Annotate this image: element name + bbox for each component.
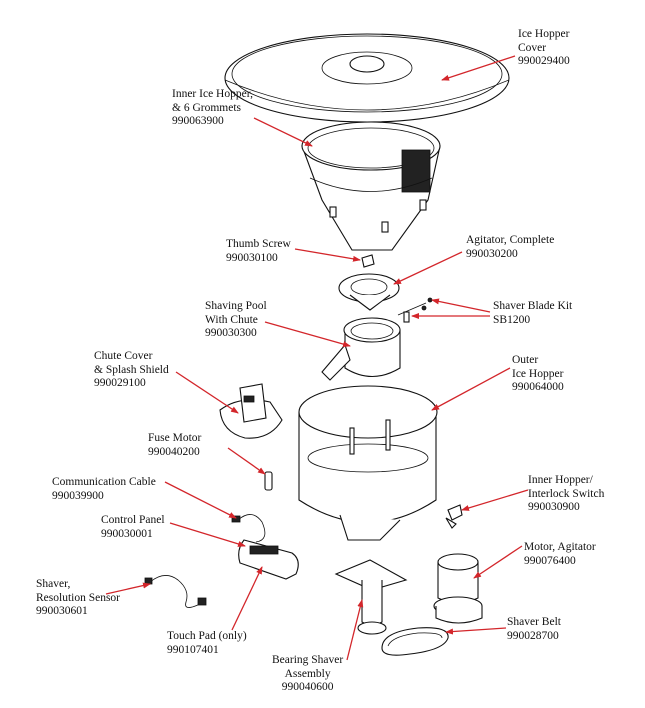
label-ice-hopper-cover: Ice Hopper Cover 990029400 [518, 28, 570, 69]
fuse-motor-drawing [264, 471, 273, 491]
label-agitator-complete: Agitator, Complete 990030200 [466, 234, 554, 261]
leader-blade-kit-a [431, 298, 491, 313]
label-line: 990030900 [528, 501, 580, 513]
leader-shaver-belt [445, 627, 507, 635]
motor-agitator-drawing [433, 553, 483, 624]
label-line: 990030601 [36, 605, 88, 617]
label-line: Inner Hopper/ [528, 474, 593, 486]
label-line: Thumb Screw [226, 238, 291, 250]
label-line: Resolution Sensor [36, 591, 121, 604]
label-bearing-shaver: Bearing Shaver Assembly 990040600 [272, 654, 343, 695]
label-line: 990029400 [518, 55, 570, 67]
label-line: Cover [518, 41, 547, 54]
label-line: Agitator, Complete [466, 234, 555, 246]
label-resolution-sensor: Shaver, Resolution Sensor 990030601 [36, 578, 120, 619]
label-line: Shaver Belt [507, 616, 561, 628]
label-shaving-pool: Shaving Pool With Chute 990030300 [205, 300, 267, 341]
label-line: Fuse Motor [148, 432, 202, 444]
leader-interlock-switch [461, 489, 529, 511]
label-line: & 6 Grommets [172, 101, 241, 114]
label-line: Shaver Blade Kit [493, 300, 573, 312]
label-line: 990040600 [281, 681, 334, 693]
bearing-shaver-drawing [334, 559, 408, 635]
label-line: 990107401 [167, 643, 219, 656]
outer-ice-hopper-drawing [298, 385, 438, 541]
leader-resolution-sensor [105, 582, 151, 595]
label-line: Assembly [284, 667, 331, 680]
communication-cable-drawing [231, 514, 266, 543]
label-chute-cover: Chute Cover & Splash Shield 990029100 [94, 350, 169, 391]
leader-chute-cover [175, 371, 239, 414]
leader-motor-agitator [473, 545, 523, 579]
interlock-switch-drawing [445, 504, 463, 529]
label-line: Ice Hopper [518, 28, 570, 40]
shaving-pool-drawing [321, 317, 401, 381]
leader-outer-ice-hopper [431, 367, 511, 411]
label-inner-ice-hopper: Inner Ice Hopper, & 6 Grommets 990063900 [172, 88, 253, 129]
leader-fuse-motor [227, 447, 266, 475]
label-fuse-motor: Fuse Motor 990040200 [148, 432, 201, 459]
label-line: Communication Cable [52, 476, 156, 488]
label-line: Shaving Pool [205, 300, 267, 312]
label-line: 990028700 [507, 629, 559, 642]
label-shaver-blade-kit: Shaver Blade Kit SB1200 [493, 300, 572, 327]
label-line: Outer [512, 354, 539, 366]
label-shaver-belt: Shaver Belt 990028700 [507, 616, 561, 643]
label-line: Chute Cover [94, 350, 153, 362]
leader-communication-cable [164, 481, 237, 519]
agitator-drawing [338, 273, 400, 311]
leader-inner-ice-hopper [253, 117, 313, 147]
label-outer-ice-hopper: Outer Ice Hopper 990064000 [512, 354, 564, 395]
leader-lines [105, 55, 529, 661]
label-line: 990076400 [524, 554, 576, 567]
leader-bearing-shaver [346, 599, 364, 661]
thumb-screw-drawing [361, 254, 375, 268]
label-line: Control Panel [101, 514, 165, 526]
label-interlock-switch: Inner Hopper/ Interlock Switch 990030900 [528, 474, 604, 515]
inner-ice-hopper-drawing [301, 121, 441, 251]
label-line: 990039900 [52, 489, 104, 502]
label-line: Bearing Shaver [272, 654, 344, 666]
label-line: Shaver, [36, 578, 71, 590]
label-line: Ice Hopper [512, 367, 564, 380]
label-line: & Splash Shield [94, 363, 169, 376]
shaver-belt-drawing [381, 627, 449, 656]
shaver-blade-kit-drawing [397, 297, 433, 323]
label-touch-pad: Touch Pad (only) 990107401 [167, 630, 247, 657]
leader-touch-pad [231, 566, 263, 631]
label-line: Touch Pad (only) [167, 630, 247, 642]
label-line: With Chute [205, 313, 258, 326]
leader-thumb-screw [294, 248, 361, 262]
label-control-panel: Control Panel 990030001 [101, 514, 165, 541]
label-communication-cable: Communication Cable 990039900 [52, 476, 156, 503]
label-line: 990030200 [466, 247, 518, 260]
resolution-sensor-drawing [144, 575, 207, 608]
label-line: 990063900 [172, 115, 224, 127]
chute-cover-drawing [219, 383, 283, 439]
ice-hopper-cover-drawing [224, 33, 510, 123]
label-line: Motor, Agitator [524, 541, 596, 553]
label-line: 990030300 [205, 327, 257, 339]
leader-shaving-pool [264, 321, 351, 347]
label-motor-agitator: Motor, Agitator 990076400 [524, 541, 596, 568]
leader-control-panel [169, 522, 246, 547]
label-line: Interlock Switch [528, 487, 605, 500]
label-line: SB1200 [493, 313, 531, 326]
label-line: 990030100 [226, 251, 278, 264]
label-thumb-screw: Thumb Screw 990030100 [226, 238, 291, 265]
leader-agitator [393, 251, 463, 285]
leader-ice-hopper-cover [441, 55, 516, 81]
label-line: 990064000 [512, 381, 564, 393]
control-panel-drawing [238, 539, 299, 580]
label-line: 990040200 [148, 445, 200, 458]
label-line: Inner Ice Hopper, [172, 88, 253, 100]
label-line: 990029100 [94, 377, 146, 389]
label-line: 990030001 [101, 527, 153, 540]
